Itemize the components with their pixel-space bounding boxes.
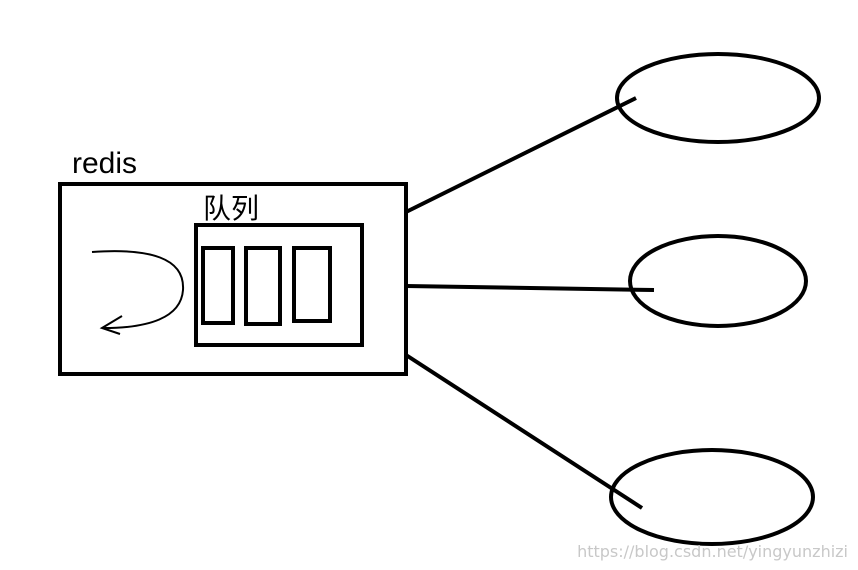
watermark-text: https://blog.csdn.net/yingyunzhizi (577, 542, 848, 561)
loop-arrow-icon (91, 250, 185, 329)
connector-line-middle (405, 284, 655, 292)
connector-line-top (405, 96, 637, 214)
client-ellipse-top (615, 52, 821, 144)
queue-label: 队列 (203, 193, 259, 224)
client-ellipse-bottom (609, 448, 815, 546)
loop-arrow-head-icon (99, 315, 123, 335)
client-ellipse-middle (628, 234, 808, 328)
connector-line-bottom (404, 353, 644, 510)
queue-slot (292, 246, 332, 323)
redis-box (58, 182, 408, 376)
queue-box (194, 223, 364, 347)
redis-label: redis (72, 147, 137, 180)
queue-slot (201, 246, 235, 325)
queue-slot (244, 246, 282, 326)
